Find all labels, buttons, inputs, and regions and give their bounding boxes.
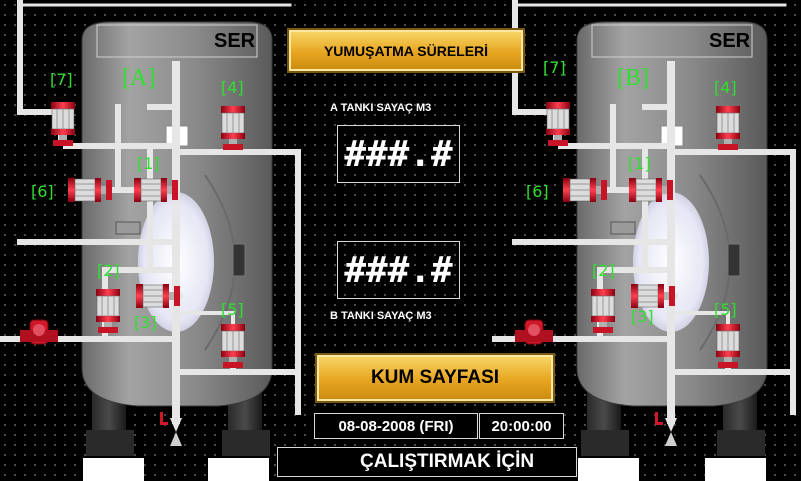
tank-b-valve-6-label: [6] (526, 182, 549, 201)
tank-b-valve-3-label: [3] (631, 307, 654, 326)
date-display: 08-08-2008 (FRI) (314, 413, 478, 439)
tank-a-valve-1-label: [1] (137, 154, 160, 173)
tank-b-letter: [B] (617, 65, 649, 91)
tank-a-valve-6-label: [6] (31, 182, 54, 201)
tank-b-header-text: SER (709, 30, 751, 52)
tank-a-counter-label: A TANKI SAYAÇ M3 (330, 102, 432, 114)
tank-a-letter: [A] (122, 65, 156, 91)
tank-b-valve-7-label: [7] (543, 58, 566, 77)
tank-b-left-base (578, 458, 639, 481)
status-ticker: ÇALIŞTIRMAK İÇİN (277, 447, 577, 477)
tank-a-valve-5-label: [5] (221, 300, 244, 319)
tank-a-counter-value: ###.# (337, 125, 460, 183)
tank-a-right-base (208, 458, 269, 481)
softening-times-button[interactable]: YUMUŞATMA SÜRELERİ (287, 28, 525, 73)
tank-a-header-text: SER (214, 30, 256, 52)
tank-a-valve-4-label: [4] (221, 78, 244, 97)
tank-b-counter-value: ###.# (337, 241, 460, 299)
tank-b-valve-1-label: [1] (628, 154, 651, 173)
sand-page-button[interactable]: KUM SAYFASI (315, 353, 555, 403)
tank-a-left-base (83, 458, 144, 481)
tank-b-counter-label: B TANKI SAYAÇ M3 (330, 310, 432, 322)
tank-a-valve-2-label: [2] (97, 261, 120, 280)
tank-b-valve-5-label: [5] (714, 300, 737, 319)
tank-a-valve-3-label: [3] (134, 313, 157, 332)
tank-a-valve-7-label: [7] (50, 70, 73, 89)
time-display: 20:00:00 (479, 413, 564, 439)
tank-b-valve-2-label: [2] (592, 261, 615, 280)
tank-b-right-base (705, 458, 766, 481)
tank-b-valve-4-label: [4] (714, 78, 737, 97)
